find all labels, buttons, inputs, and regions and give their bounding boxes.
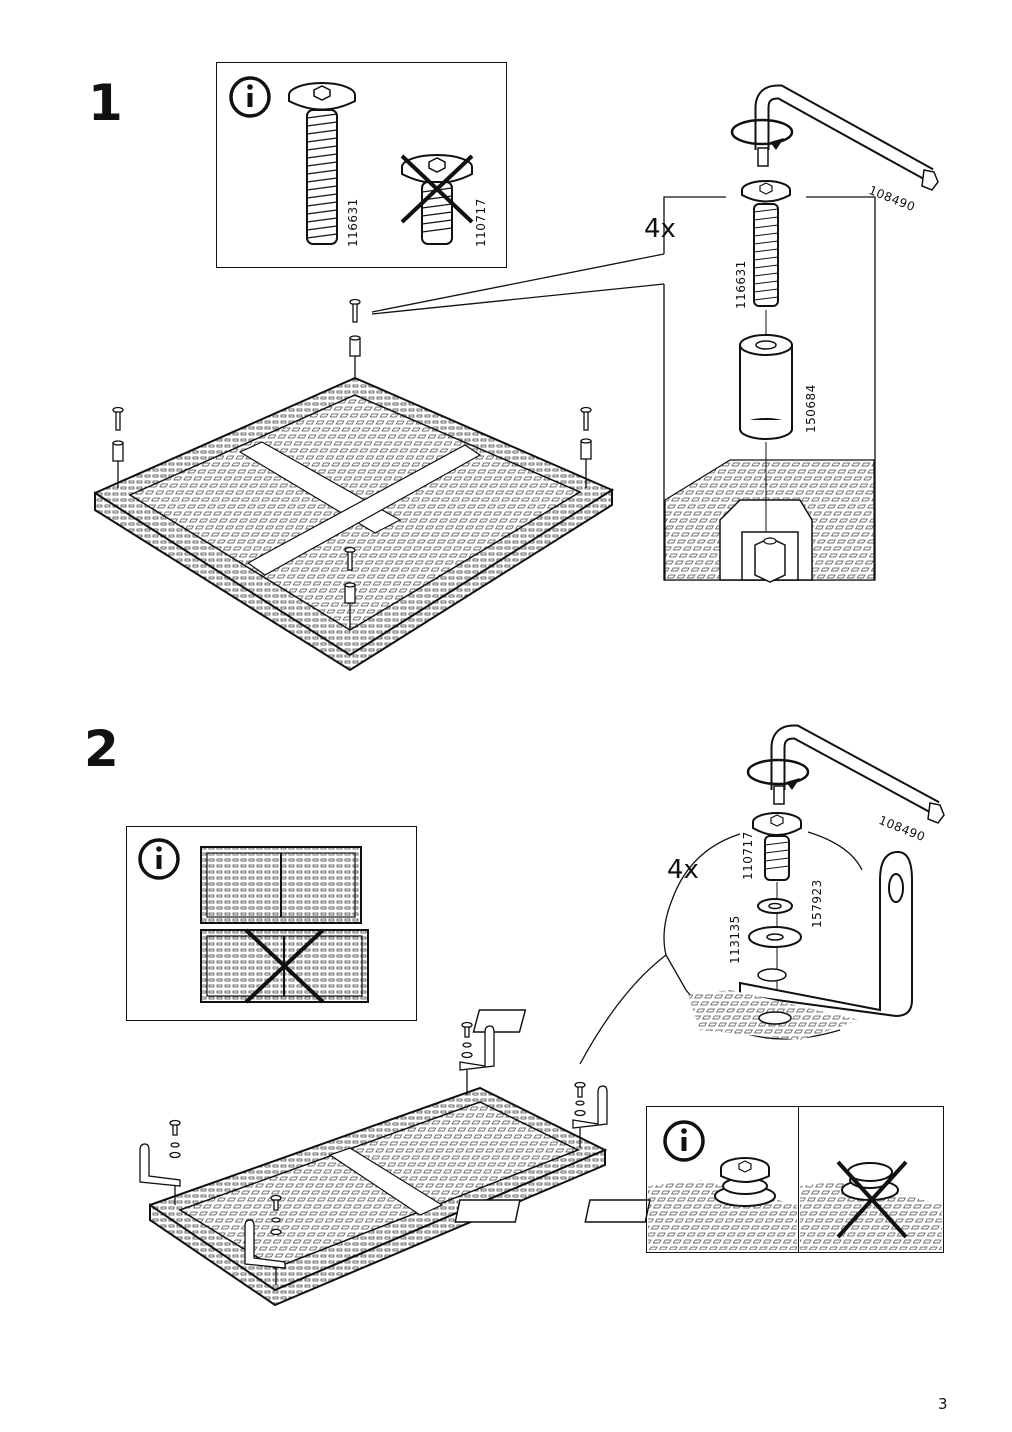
spacer-150684-detail xyxy=(739,334,793,532)
part-number-110717: 110717 xyxy=(474,198,488,247)
step-2-small-parts xyxy=(139,1021,608,1285)
allen-key-108490-icon xyxy=(730,84,939,191)
step-1-small-parts xyxy=(112,298,592,630)
part-number-150684: 150684 xyxy=(804,384,818,433)
page-number: 3 xyxy=(938,1395,948,1413)
part-number-116631: 116631 xyxy=(346,198,360,247)
step-2-info-box-orientation xyxy=(126,826,417,1021)
quantity-label: 4x xyxy=(667,855,699,885)
quantity-label: 4x xyxy=(644,214,676,244)
washer-wrong-detail xyxy=(584,1160,942,1250)
part-number-116631-detail: 116631 xyxy=(734,260,748,309)
allen-key-108490-icon xyxy=(746,724,945,824)
step-2-hardware-detail xyxy=(472,812,913,1040)
info-icon xyxy=(229,76,271,118)
part-number-157923: 157923 xyxy=(810,879,824,928)
step-2-table-frame xyxy=(149,1086,608,1307)
part-number-113135: 113135 xyxy=(728,915,742,964)
info-icon xyxy=(663,1120,705,1162)
panel-wrong-orientation xyxy=(200,928,369,1004)
step-1-table-frame xyxy=(94,376,615,672)
info-box-divider xyxy=(798,1107,800,1252)
step-2-info-box-washer xyxy=(646,1106,944,1253)
step-2-number: 2 xyxy=(84,720,119,778)
washer-correct-detail xyxy=(454,1157,797,1250)
screw-116631-detail xyxy=(741,180,791,336)
info-icon xyxy=(138,838,180,880)
frame-corner-detail xyxy=(664,459,875,583)
step-1-detail-frame xyxy=(371,196,876,581)
panel-correct-orientation xyxy=(200,846,362,924)
part-number-110717-detail: 110717 xyxy=(741,831,755,880)
screw-116631-icon xyxy=(288,82,356,245)
step-1-number: 1 xyxy=(88,74,123,132)
screw-110717-crossed-icon xyxy=(400,154,474,245)
